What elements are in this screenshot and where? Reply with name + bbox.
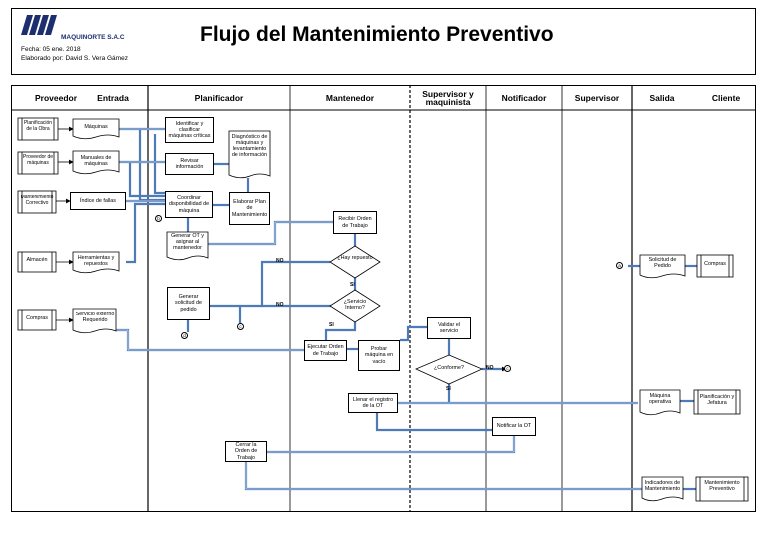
validar-servicio-box: Validar el servicio xyxy=(427,317,471,339)
lane-cliente: Cliente xyxy=(711,92,741,103)
indicadores-doc: Indicadores de Mantenimiento xyxy=(644,480,681,492)
connector-a: a xyxy=(616,262,623,269)
entrada-indice-fallas: Índice de fallas xyxy=(70,192,126,210)
fecha-text: Fecha: 05 ene. 2018 xyxy=(21,46,81,53)
lane-proveedor: Proveedor xyxy=(34,92,78,103)
page-title: Flujo del Mantenimiento Preventivo xyxy=(200,23,554,46)
entrada-herramientas: Herramientas y repuestos xyxy=(77,255,115,267)
logo-text: MAQUINORTE S.A.C xyxy=(61,34,125,41)
coordinar-disponibilidad-box: Coordinar disponibilidad de máquina xyxy=(165,191,213,218)
probar-maquina-box: Probar máquina en vacío xyxy=(358,340,400,371)
generar-solicitud-box: Generar solicitud de pedido xyxy=(167,287,210,320)
identificar-maquinas-box: Identificar y clasificar máquinas crític… xyxy=(165,117,214,143)
recibir-orden-box: Recibir Orden de Trabajo xyxy=(333,211,377,234)
mantenimiento-preventivo: Mantenimiento Preventivo xyxy=(704,480,740,492)
proveedor-maquinas: Proveedor de máquinas xyxy=(22,154,54,166)
proveedor-compras: Compras xyxy=(26,315,48,321)
elaborar-plan-box: Elaborar Plan de Mantenimiento xyxy=(229,192,270,225)
entrada-manuales: Manuales de máquinas xyxy=(80,155,112,167)
entrada-servicio-externo: Servicio externo Requerido xyxy=(75,312,115,323)
proveedor-planificacion-obra: Planificación de la Obra xyxy=(23,120,53,132)
lane-entrada: Entrada xyxy=(97,92,129,103)
lane-supervisor: Supervisor xyxy=(574,92,620,103)
lane-supervisor-maquinista: Supervisor y maquinista xyxy=(422,88,474,107)
ejecutar-orden-box: Ejecutar Orden de Trabajo xyxy=(304,340,347,361)
label-no-conforme: NO xyxy=(486,365,494,371)
connector-b: b xyxy=(155,215,162,222)
proveedor-mantenimiento-correctivo: Mantenimiento Correctivo xyxy=(20,195,54,206)
hay-repuesto-decision: ¿Hay repuesto xyxy=(337,255,373,261)
diagram-frame xyxy=(11,85,756,512)
connector-c-right: c xyxy=(504,365,511,372)
entrada-maquinas: Máquinas xyxy=(84,124,108,130)
solicitud-pedido-doc: Solicitud de Pedido xyxy=(648,257,677,269)
header-frame xyxy=(11,8,756,75)
cerrar-orden-box: Cerrar la Orden de Trabajo xyxy=(225,441,267,462)
connector-d: d xyxy=(181,332,188,339)
logo-icon xyxy=(21,15,57,35)
lane-notificador: Notificador xyxy=(501,92,547,103)
label-no-repuesto: NO xyxy=(276,258,284,264)
label-si-servicio: SI xyxy=(329,322,334,328)
maquina-operativa-doc: Máquina operativa xyxy=(648,393,672,405)
label-si-repuesto: SI xyxy=(350,282,355,288)
lane-planificador: Planificador xyxy=(194,92,244,103)
diagnostico-doc: Diagnóstico de máquinas y levantamiento … xyxy=(231,134,268,158)
compras-cliente: Compras xyxy=(704,261,726,267)
lane-salida: Salida xyxy=(649,92,675,103)
llenar-registro-box: Llenar el registro de la OT xyxy=(348,393,398,413)
label-si-conforme: SI xyxy=(446,386,451,392)
connector-c-left: c xyxy=(237,323,244,330)
label-no-servicio: NO xyxy=(276,302,284,308)
planificacion-jefatura: Planificación y Jefatura xyxy=(699,394,735,406)
proveedor-almacen: Almacén xyxy=(26,257,48,263)
notificar-ot-box: Notificar la OT xyxy=(492,417,536,436)
servicio-interno-decision: ¿Servicio Interno? xyxy=(343,299,367,311)
conforme-decision: ¿Conforme? xyxy=(434,365,464,371)
generar-ot-doc: Generar OT y asignar al mantenedor xyxy=(171,233,204,251)
elaborado-text: Elaborado por: David S. Vera Gámez xyxy=(21,55,128,62)
lane-mantenedor: Mantenedor xyxy=(325,92,375,103)
revisar-informacion-box: Revisar información xyxy=(165,153,214,175)
